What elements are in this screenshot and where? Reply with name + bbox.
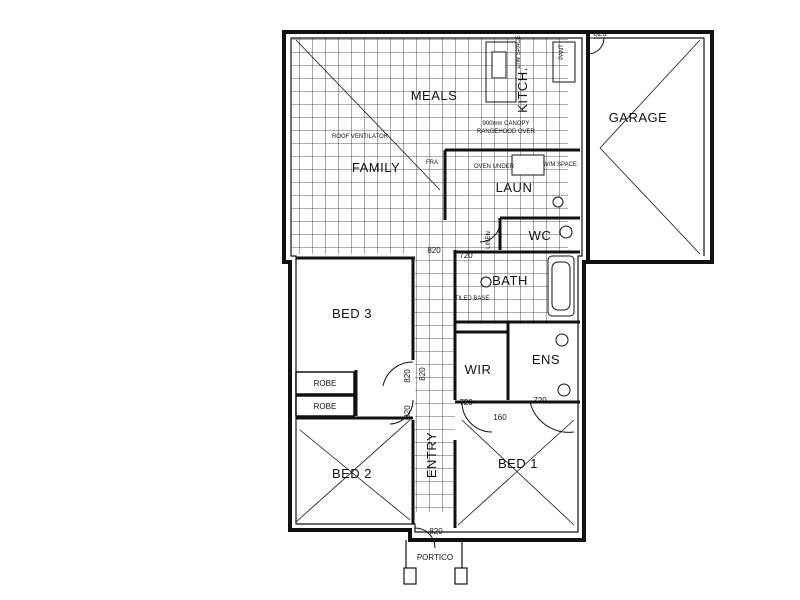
dim-bed2-door: 820	[403, 405, 412, 419]
portico-post-left	[403, 567, 417, 585]
dim-family-door: 820	[427, 246, 441, 255]
label-fra: FRA	[426, 160, 438, 166]
door-wc	[479, 221, 501, 243]
label-laundry: LAUN	[496, 180, 533, 195]
ens-toilet	[555, 333, 569, 347]
dim-ens-door: 720	[533, 396, 547, 405]
room-labels: MEALS FAMILY KITCH. GARAGE LAUN WC BATH …	[332, 67, 667, 562]
kitchen-bench	[485, 41, 517, 103]
label-wc: WC	[529, 228, 552, 243]
label-entry: ENTRY	[424, 432, 439, 478]
label-meals: MEALS	[411, 88, 458, 103]
label-family: FAMILY	[352, 160, 400, 175]
bathtub	[547, 255, 575, 317]
label-dw-space: D/W SPACE	[516, 35, 522, 68]
dim-bed3-door: 820	[403, 369, 412, 383]
label-portico: PORTICO	[417, 553, 453, 562]
label-pantry: PANT	[559, 44, 565, 60]
door-bed2	[389, 399, 414, 425]
ens-basin	[557, 383, 571, 397]
label-bath: BATH	[492, 273, 528, 288]
garage-wall	[588, 30, 714, 264]
garage-markings	[599, 39, 701, 255]
robe-upper-box	[295, 371, 355, 395]
tiles-bath	[455, 254, 548, 324]
label-ens: ENS	[532, 352, 560, 367]
dim-entry-door: 820	[418, 367, 427, 381]
robes	[295, 371, 355, 417]
dim-portico-door: 820	[429, 527, 443, 536]
laundry-tub	[552, 196, 564, 208]
tiles-hall	[415, 254, 455, 512]
dim-bath-door: 720	[459, 251, 473, 260]
dim-wir-door: 720	[459, 398, 473, 407]
label-linen: LINEN	[486, 231, 492, 249]
label-bed2: BED 2	[332, 466, 372, 481]
dim-garage-door: 820	[593, 29, 607, 38]
label-oven-under: OVEN UNDER	[474, 164, 515, 170]
kitchen-sink	[491, 51, 507, 79]
garage-wall-inner	[594, 37, 705, 256]
fixture-labels: ROBE ROBE ROOF VENTILATOR 900mm CANOPY R…	[314, 35, 577, 411]
door-bed1	[461, 401, 493, 433]
dim-bed1-door: 160	[493, 413, 507, 422]
label-bed3: BED 3	[332, 306, 372, 321]
label-robe-lower: ROBE	[314, 402, 337, 411]
label-robe-upper: ROBE	[314, 379, 337, 388]
label-tiled-base: TILED BASE	[455, 296, 490, 302]
outer-walls	[282, 30, 714, 542]
bath-basin	[480, 276, 492, 288]
bathtub-inner	[551, 261, 571, 311]
label-rangehood: RANGEHOOD OVER	[477, 129, 536, 135]
oven	[511, 154, 545, 176]
room-diagonals	[295, 39, 575, 526]
label-canopy: 900mm CANOPY	[482, 121, 529, 127]
label-wm-space: W/M SPACE	[543, 162, 577, 168]
label-garage: GARAGE	[609, 110, 668, 125]
door-bed3	[382, 361, 414, 387]
outer-wall-main	[282, 30, 590, 542]
door-ens	[529, 401, 575, 433]
tiled-floors	[292, 38, 568, 512]
label-wir: WIR	[465, 362, 492, 377]
wc-toilet	[559, 225, 573, 239]
label-kitchen: KITCH.	[515, 67, 530, 113]
door-entry	[414, 527, 436, 549]
label-bed1: BED 1	[498, 456, 538, 471]
door-garage	[587, 37, 605, 55]
robe-lower-box	[295, 395, 355, 417]
fixtures	[480, 41, 576, 397]
label-roof-ventilator: ROOF VENTILATOR	[332, 134, 389, 140]
door-swings	[382, 37, 605, 549]
pantry-box	[552, 41, 576, 83]
portico	[403, 540, 468, 585]
outer-wall-inner-line	[290, 37, 583, 533]
portico-post-right	[454, 567, 468, 585]
dimension-labels: 820 820 720 820 820 820 720 720 160 820	[403, 29, 607, 536]
